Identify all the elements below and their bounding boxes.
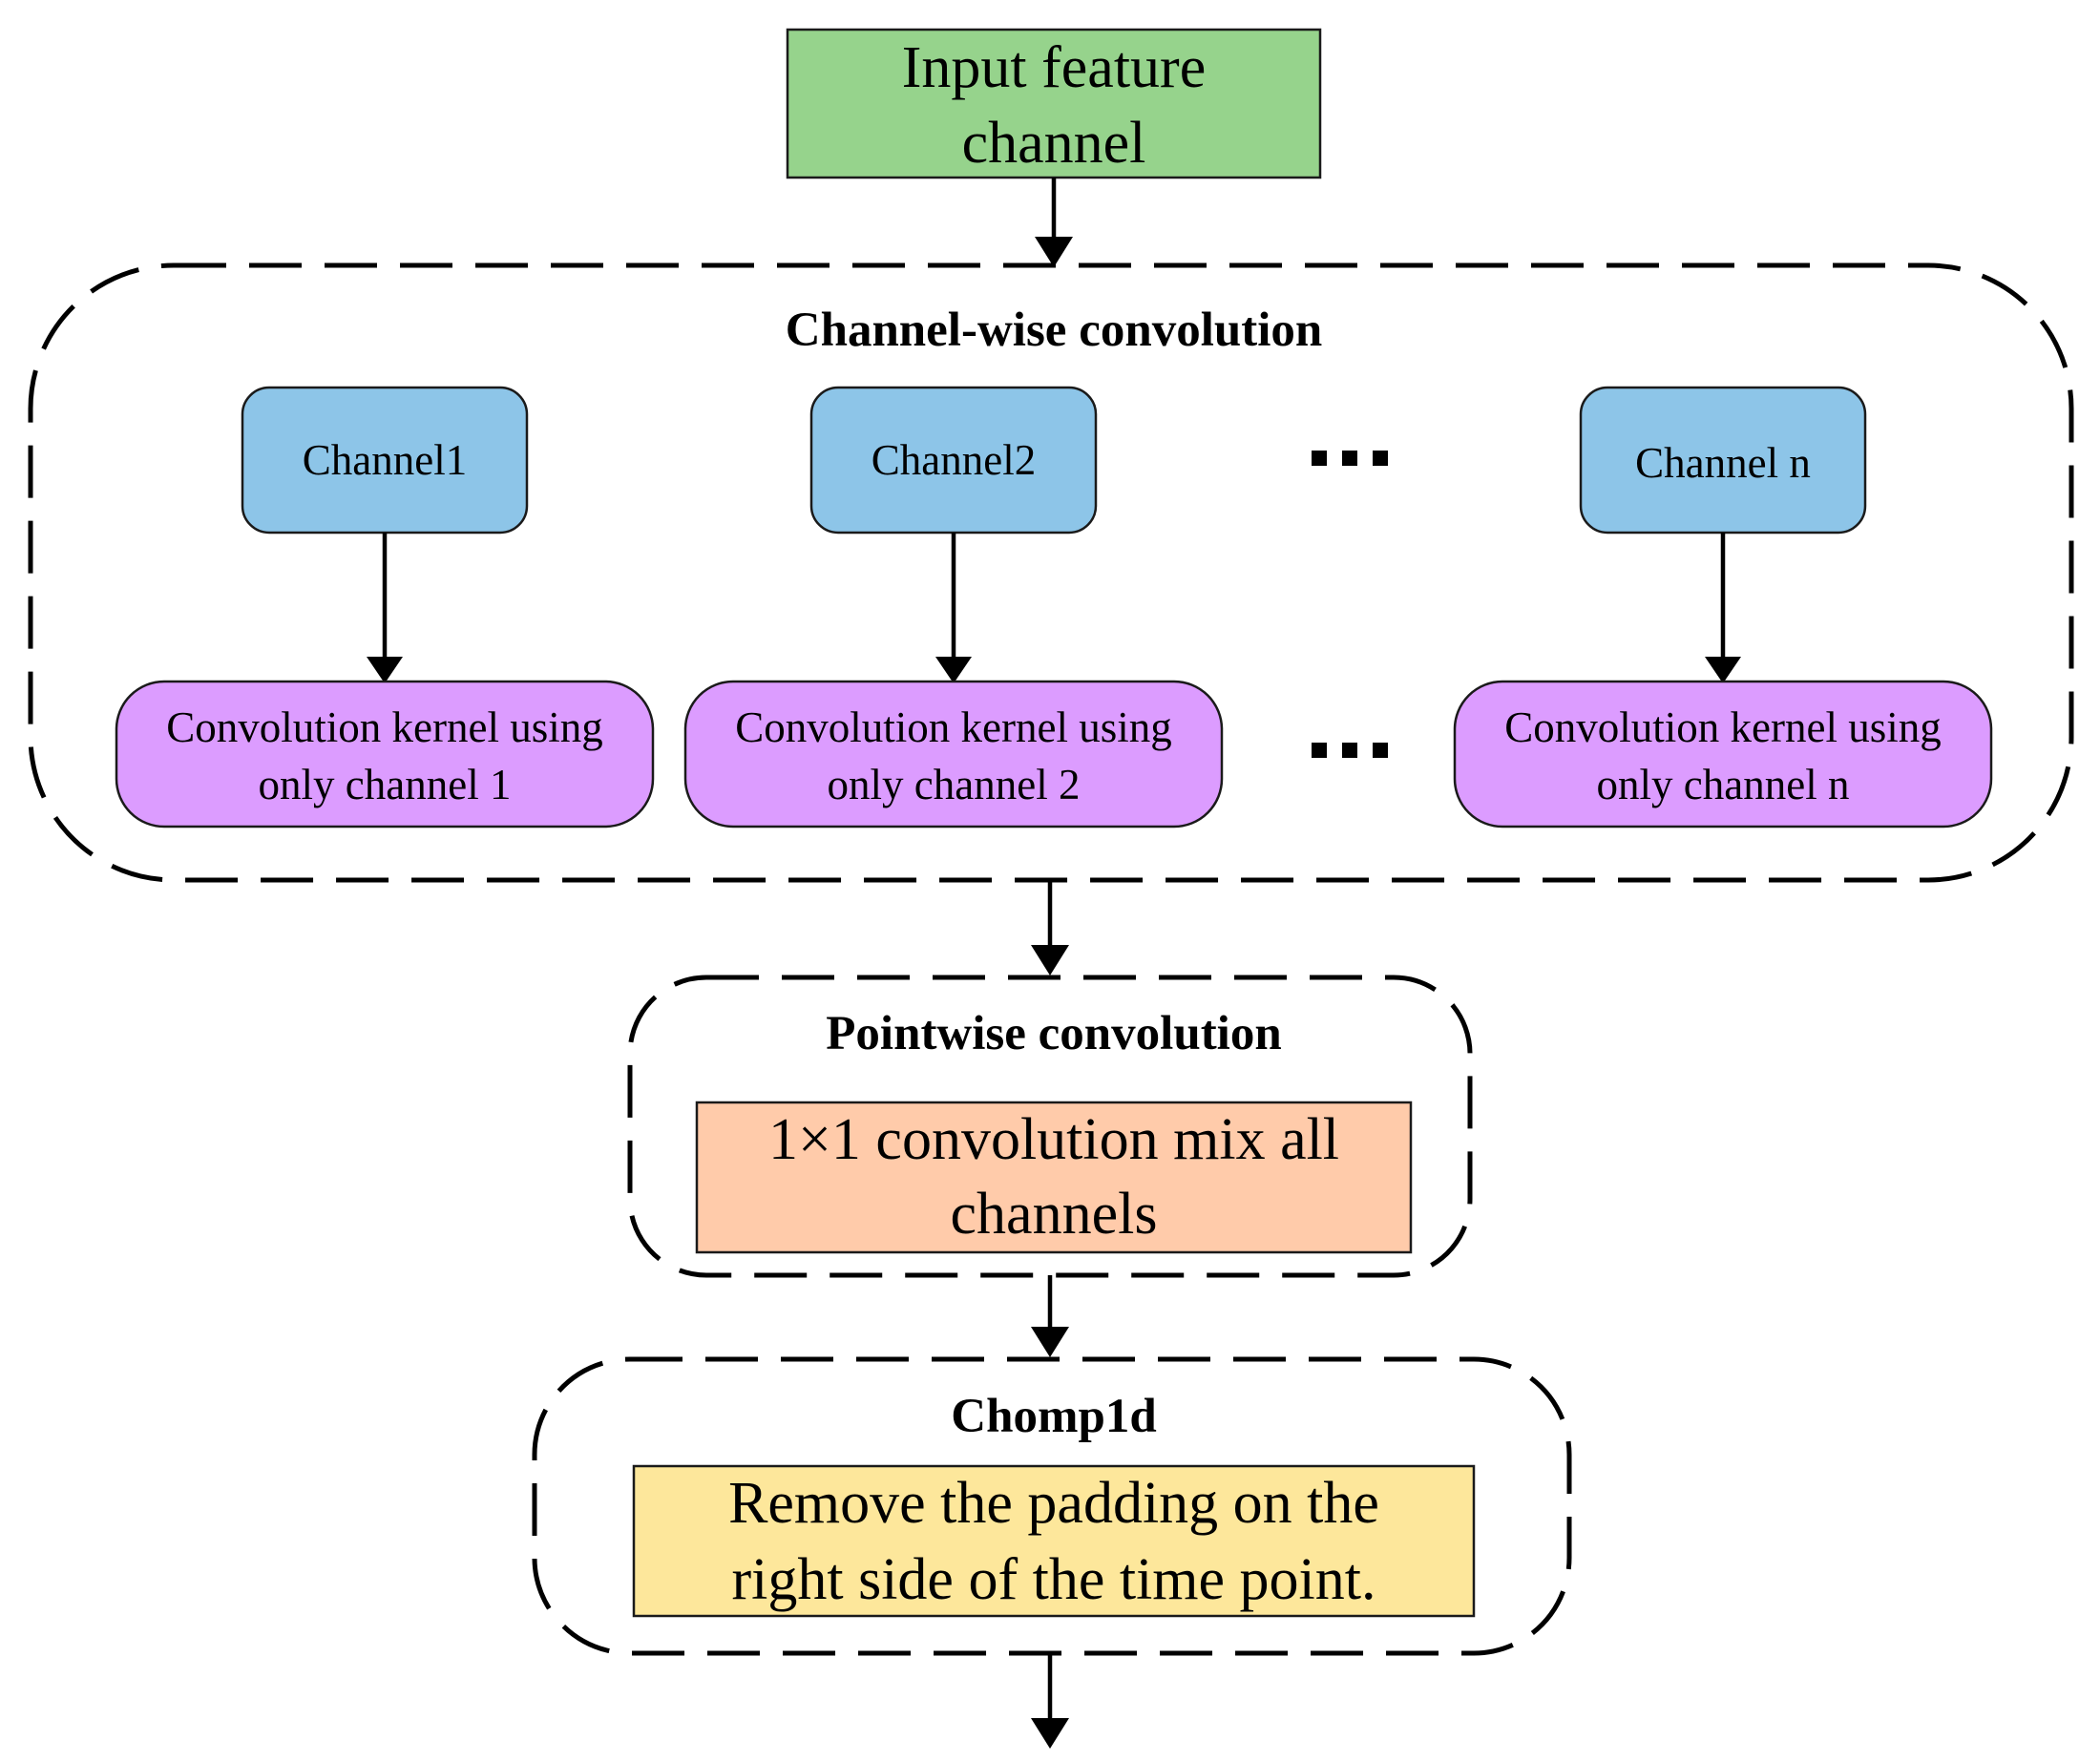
input-feature-label-line2: channel [962,111,1146,176]
arrow-channelwise-to-pointwise [1031,882,1069,975]
kernel-label-n-line2: only channel n [1597,761,1850,808]
kernel-label-n-line1: Convolution kernel using [1504,703,1941,751]
chomp-label-line1: Remove the padding on the [728,1471,1379,1536]
pointwise-label-line2: channels [951,1182,1158,1247]
kernel-label-1-line1: Convolution kernel using [166,703,602,751]
chomp-label-line2: right side of the time point. [731,1547,1376,1612]
input-feature-label-line1: Input feature [902,35,1206,100]
channel-column-2: Channel2 Convolution kernel using only c… [683,386,1224,829]
input-feature-node: Input feature channel [786,28,1322,179]
input-feature-box [786,28,1322,179]
pointwise-title: Pointwise convolution [826,1007,1281,1060]
arrow-output [1031,1653,1069,1749]
ellipsis-kernels [1312,743,1388,758]
kernel-box-1 [115,680,655,829]
pointwise-group: Pointwise convolution 1×1 convolution mi… [627,975,1473,1278]
kernel-label-2-line1: Convolution kernel using [735,703,1171,751]
channel-label-2: Channel2 [872,436,1036,484]
kernel-label-1-line2: only channel 1 [259,761,512,808]
ellipsis-channels [1312,451,1388,466]
channel-column-n: Channel n Convolution kernel using only … [1453,386,1993,829]
channelwise-group: Channel-wise convolution Channel1 Convol… [28,262,2074,883]
pointwise-label-line1: 1×1 convolution mix all [768,1107,1339,1172]
arrow-pointwise-to-chomp [1031,1275,1069,1357]
kernel-box-2 [683,680,1224,829]
kernel-box-n [1453,680,1993,829]
channel-column-1: Channel1 Convolution kernel using only c… [115,386,655,829]
pointwise-group-border [627,975,1473,1278]
channel-label-n: Channel n [1635,439,1811,487]
channel-label-1: Channel1 [303,436,467,484]
arrow-channeln-to-kerneln [1705,533,1741,683]
kernel-label-2-line2: only channel 2 [828,761,1081,808]
arrow-channel2-to-kernel2 [935,533,972,683]
chomp-title: Chomp1d [951,1390,1156,1443]
pointwise-box [695,1101,1413,1254]
arrow-channel1-to-kernel1 [367,533,403,683]
channelwise-group-border [28,262,2074,883]
arrow-input-to-channelwise [1035,178,1073,267]
chomp-box [632,1464,1476,1618]
chomp-group: Chomp1d Remove the padding on the right … [532,1356,1572,1656]
channelwise-title: Channel-wise convolution [786,304,1323,357]
